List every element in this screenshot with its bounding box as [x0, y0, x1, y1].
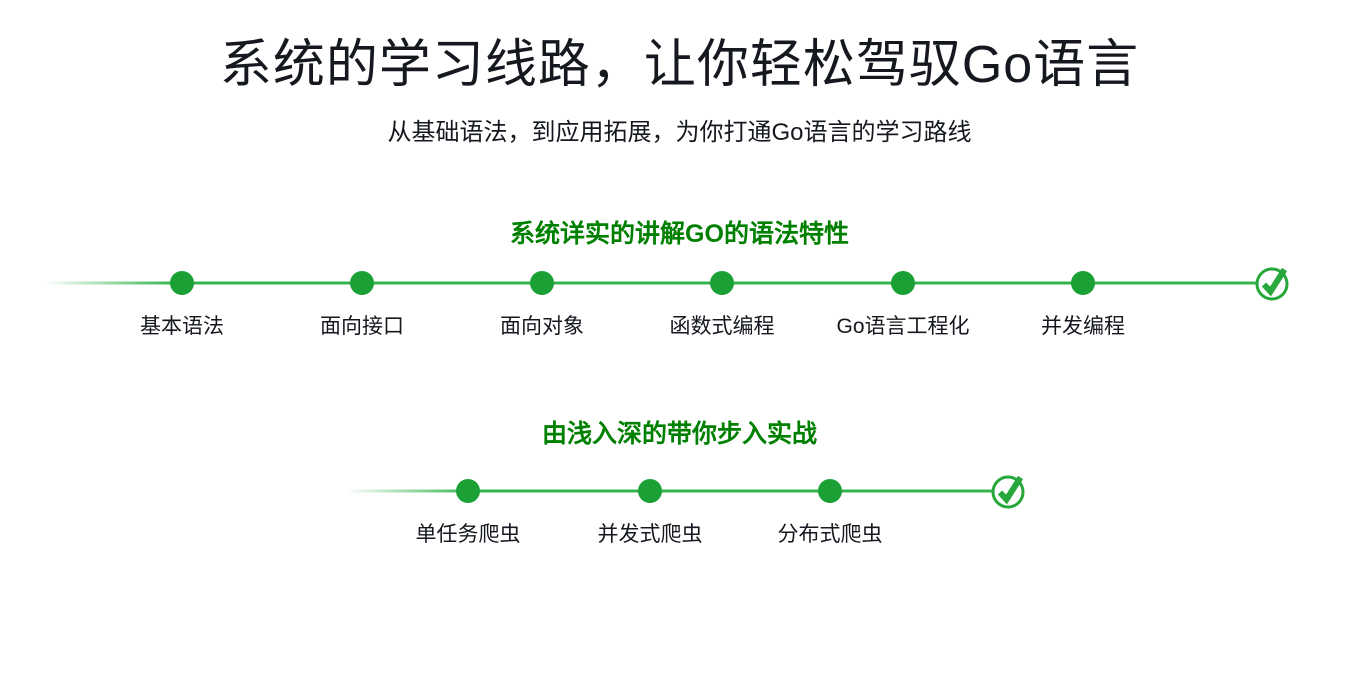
timeline-step-label: 面向对象 [500, 315, 584, 338]
timeline-dot [170, 271, 194, 295]
timeline-dot [530, 271, 554, 295]
page-title: 系统的学习线路，让你轻松驾驭Go语言 [219, 36, 1140, 94]
check-circle-icon [1252, 263, 1292, 303]
timeline-step-label: 并发编程 [1041, 315, 1125, 338]
timeline-step-label: 并发式爬虫 [597, 523, 703, 546]
timeline-step-label: 函数式编程 [669, 315, 775, 338]
section-heading-practice: 由浅入深的带你步入实战 [541, 420, 817, 448]
timeline-step-label: Go语言工程化 [836, 315, 970, 338]
timeline-line [345, 489, 992, 493]
timeline-dot [638, 479, 662, 503]
timeline-dot [818, 479, 842, 503]
check-circle-icon [988, 471, 1028, 511]
timeline-dot [456, 479, 480, 503]
timeline-step-label: 面向接口 [320, 315, 404, 338]
timeline-step-label: 分布式爬虫 [777, 523, 883, 546]
timeline-step-label: 单任务爬虫 [415, 523, 521, 546]
timeline-step-label: 基本语法 [140, 315, 224, 338]
timeline-dot [1071, 271, 1095, 295]
timeline-dot [710, 271, 734, 295]
page-subtitle: 从基础语法，到应用拓展，为你打通Go语言的学习路线 [387, 119, 972, 146]
timeline-dot [891, 271, 915, 295]
section-heading-syntax: 系统详实的讲解GO的语法特性 [510, 220, 849, 248]
timeline-line [45, 281, 1256, 285]
timeline-dot [350, 271, 374, 295]
